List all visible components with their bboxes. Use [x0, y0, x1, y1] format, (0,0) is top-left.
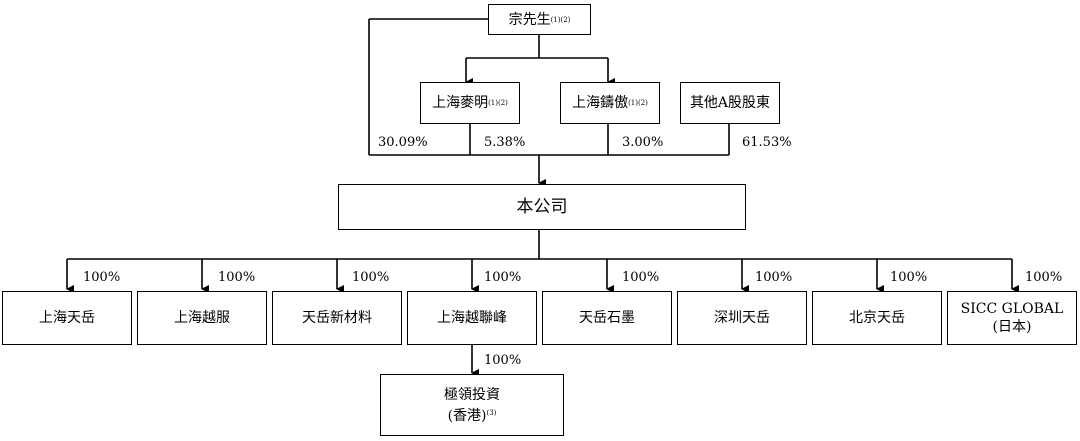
holder-box-other-a-shareholders: 其他A股股東	[680, 82, 780, 124]
subsidiary-pct: 100%	[755, 270, 793, 285]
subsidiary-name: 深圳天岳	[714, 310, 770, 326]
holding-pct-founder: 30.09%	[378, 135, 428, 150]
holder-name: 上海麥明	[432, 95, 489, 111]
subsidiary-name: 上海天岳	[39, 310, 95, 326]
subsidiary-box: 上海天岳	[2, 291, 132, 345]
founder-note: (1)(2)	[550, 15, 571, 24]
subsidiary-pct: 100%	[890, 270, 928, 285]
holder-box-shanghai-zhuao: 上海鑄傲(1)(2)	[560, 82, 660, 124]
holding-pct-maiming: 5.38%	[484, 135, 526, 150]
subsidiary-name: 北京天岳	[849, 310, 905, 326]
subsidiary-name: 天岳石墨	[579, 310, 635, 326]
sub-subsidiary-pct: 100%	[484, 353, 522, 368]
subsidiary-pct: 100%	[352, 270, 390, 285]
holding-pct-other: 61.53%	[742, 135, 792, 150]
subsidiary-pct: 100%	[1025, 270, 1063, 285]
subsidiary-box: 天岳新材料	[272, 291, 402, 345]
holder-box-shanghai-maiming: 上海麥明(1)(2)	[420, 82, 520, 124]
subsidiary-pct: 100%	[622, 270, 660, 285]
sub-subsidiary-box: 極領投資 (香港)(3)	[380, 374, 564, 436]
subsidiary-pct: 100%	[83, 270, 121, 285]
holder-note: (1)(2)	[488, 99, 508, 107]
subsidiary-box: 上海越服	[137, 291, 267, 345]
founder-name: 宗先生	[508, 11, 551, 28]
sub-subsidiary-name: 極領投資	[444, 386, 500, 403]
sub-subsidiary-note: (3)	[486, 408, 497, 417]
subsidiary-pct: 100%	[218, 270, 256, 285]
holder-note: (1)(2)	[628, 99, 648, 107]
subsidiary-box: SICC GLOBAL (日本)	[947, 291, 1077, 345]
holding-pct-zhuao: 3.00%	[622, 135, 664, 150]
subsidiary-box: 上海越聯峰	[407, 291, 537, 345]
sub-subsidiary-region: (香港)	[447, 407, 487, 424]
company-box: 本公司	[338, 184, 746, 230]
subsidiary-box: 天岳石墨	[542, 291, 672, 345]
subsidiary-name: 天岳新材料	[302, 310, 372, 326]
subsidiary-name: 上海越聯峰	[437, 310, 507, 326]
subsidiary-box: 深圳天岳	[677, 291, 807, 345]
subsidiary-name-line2: (日本)	[992, 319, 1032, 335]
subsidiary-name: 上海越服	[174, 310, 230, 326]
company-name: 本公司	[516, 197, 568, 217]
subsidiary-name: SICC GLOBAL	[960, 301, 1064, 317]
founder-box: 宗先生(1)(2)	[488, 4, 591, 35]
subsidiary-box: 北京天岳	[812, 291, 942, 345]
subsidiary-pct: 100%	[484, 270, 522, 285]
holder-name: 其他A股股東	[689, 95, 771, 111]
holder-name: 上海鑄傲	[572, 95, 629, 111]
